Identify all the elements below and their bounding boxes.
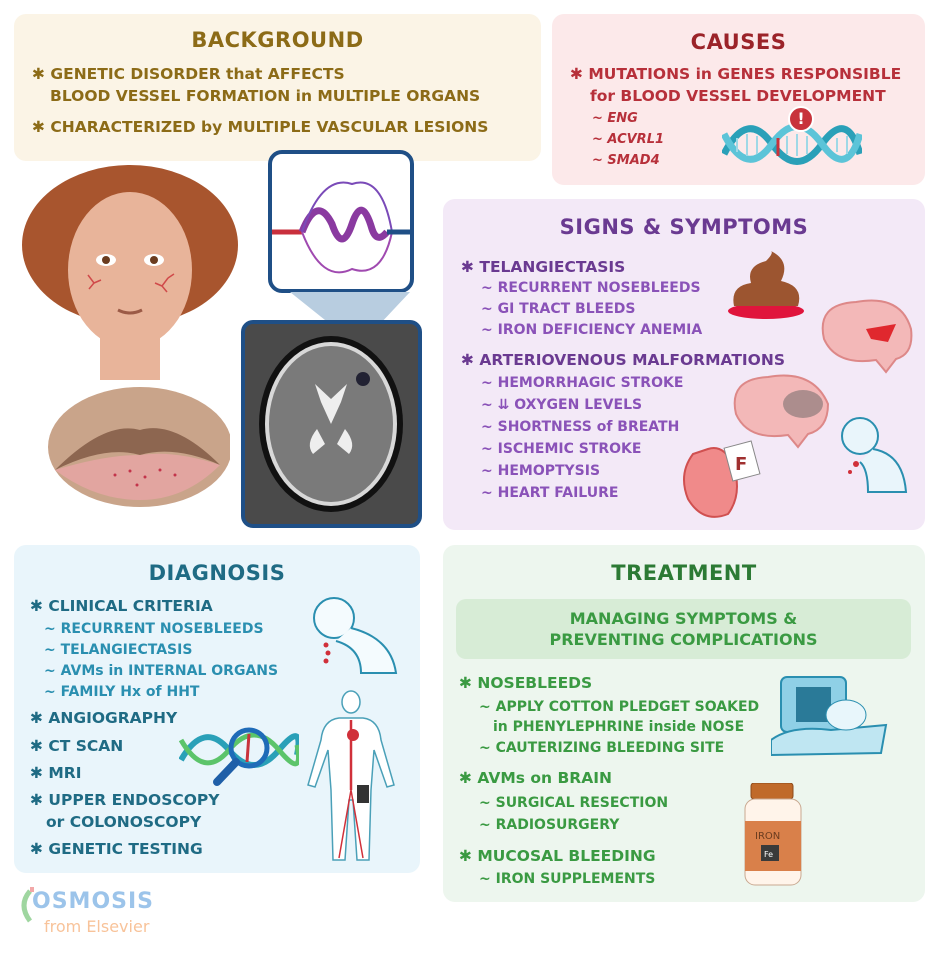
gene-smad4: ~ SMAD4 — [592, 153, 660, 168]
lips-telangiectasia-illustration — [48, 387, 230, 507]
background-item-2: ✱ CHARACTERIZED by MULTIPLE VASCULAR LES… — [32, 118, 489, 136]
treatment-item: in PHENYLEPHRINE inside NOSE — [493, 719, 745, 735]
mucosal-bleeding-heading: ✱ MUCOSAL BLEEDING — [459, 847, 656, 865]
brain-axial-icon — [259, 336, 403, 512]
background-item-1-line2: BLOOD VESSEL FORMATION in MULTIPLE ORGAN… — [50, 87, 481, 105]
clinical-criteria-heading: ✱ CLINICAL CRITERIA — [30, 597, 213, 615]
causes-line1: ✱ MUTATIONS in GENES RESPONSIBLE — [570, 65, 902, 83]
bottle-symbol: Fe — [764, 850, 773, 859]
treatment-item: ~ RADIOSURGERY — [479, 817, 620, 833]
logo-arc-icon — [21, 887, 34, 923]
causes-title: CAUSES — [690, 30, 787, 54]
gene-eng: ~ ENG — [592, 111, 638, 126]
test-mri: ✱ MRI — [30, 764, 82, 782]
zoom-projection-shape — [290, 292, 410, 324]
sign-item: ~ ISCHEMIC STROKE — [481, 441, 642, 457]
treatment-goal-box: MANAGING SYMPTOMS & PREVENTING COMPLICAT… — [456, 599, 911, 659]
bottle-label: IRON — [755, 831, 780, 842]
test-ct-scan: ✱ CT SCAN — [30, 737, 124, 755]
background-title: BACKGROUND — [191, 28, 364, 52]
diagnosis-panel: DIAGNOSIS ✱ CLINICAL CRITERIA ~ RECURREN… — [14, 545, 420, 873]
sign-item: ~ HEMORRHAGIC STROKE — [481, 375, 684, 391]
treatment-title: TREATMENT — [611, 561, 757, 585]
iron-supplement-bottle-icon: IRON Fe — [744, 783, 802, 886]
treatment-panel: TREATMENT MANAGING SYMPTOMS & PREVENTING… — [443, 545, 925, 902]
sign-item: ~ HEMOPTYSIS — [481, 463, 601, 479]
goal-line2: PREVENTING COMPLICATIONS — [549, 630, 818, 649]
person-hemoptysis-icon — [841, 417, 908, 493]
criteria-item: ~ RECURRENT NOSEBLEEDS — [44, 621, 264, 637]
sign-item: ~ GI TRACT BLEEDS — [481, 301, 636, 317]
avms-brain-heading: ✱ AVMs on BRAIN — [459, 769, 612, 787]
failing-grade-letter: F — [735, 454, 747, 475]
treatment-item: ~ CAUTERIZING BLEEDING SITE — [479, 740, 725, 756]
logo-tagline: from Elsevier — [44, 917, 150, 936]
sign-item: ~ SHORTNESS of BREATH — [481, 419, 680, 435]
test-colonoscopy: or COLONOSCOPY — [46, 813, 202, 831]
nosebleeds-heading: ✱ NOSEBLEEDS — [459, 674, 593, 692]
criteria-item: ~ AVMs in INTERNAL ORGANS — [44, 663, 279, 679]
dna-magnifier-icon — [179, 727, 299, 786]
signs-title: SIGNS & SYMPTOMS — [559, 215, 809, 239]
gene-acvrl1: ~ ACVRL1 — [592, 132, 665, 147]
logo-brand: OSMOSIS — [32, 889, 155, 914]
radiosurgery-machine-icon — [771, 676, 888, 757]
body-vasculature-icon — [307, 690, 395, 861]
face-telangiectasia-illustration — [22, 165, 238, 380]
sign-item: ~ ⇊ OXYGEN LEVELS — [481, 397, 643, 413]
diagnosis-title: DIAGNOSIS — [148, 561, 286, 585]
sign-item: ~ IRON DEFICIENCY ANEMIA — [481, 322, 703, 338]
causes-panel: CAUSES ✱ MUTATIONS in GENES RESPONSIBLE … — [552, 14, 925, 185]
person-nosebleed-icon — [313, 597, 398, 674]
background-panel: BACKGROUND ✱ GENETIC DISORDER that AFFEC… — [14, 14, 541, 161]
background-item-1-line1: ✱ GENETIC DISORDER that AFFECTS — [32, 65, 345, 83]
criteria-item: ~ TELANGIECTASIS — [44, 642, 193, 658]
avm-heading: ✱ ARTERIOVENOUS MALFORMATIONS — [461, 351, 785, 369]
brain-ischemia-icon — [733, 374, 830, 449]
treatment-item: ~ SURGICAL RESECTION — [479, 795, 669, 811]
alert-badge-icon: ! — [788, 106, 814, 132]
sign-item: ~ RECURRENT NOSEBLEEDS — [481, 280, 701, 296]
treatment-item: ~ IRON SUPPLEMENTS — [479, 871, 656, 887]
avm-vessel-inset — [268, 150, 414, 293]
signs-symptoms-panel: SIGNS & SYMPTOMS ✱ TELANGIECTASIS ~ RECU… — [443, 199, 925, 530]
test-upper-endoscopy: ✱ UPPER ENDOSCOPY — [30, 791, 220, 809]
goal-line1: MANAGING SYMPTOMS & — [569, 609, 798, 628]
avm-tangle-icon — [272, 181, 410, 274]
criteria-item: ~ FAMILY Hx of HHT — [44, 684, 200, 700]
brain-ct-scan-image — [241, 320, 422, 528]
failing-heart-icon: F — [683, 440, 761, 518]
sign-item: ~ HEART FAILURE — [481, 485, 619, 501]
bloody-stool-icon — [728, 251, 804, 319]
treatment-item: ~ APPLY COTTON PLEDGET SOAKED — [479, 699, 760, 715]
test-angiography: ✱ ANGIOGRAPHY — [30, 709, 178, 727]
brain-hemorrhage-icon — [821, 299, 913, 374]
telangiectasis-heading: ✱ TELANGIECTASIS — [461, 258, 626, 276]
test-genetic: ✱ GENETIC TESTING — [30, 840, 203, 858]
causes-line2: for BLOOD VESSEL DEVELOPMENT — [590, 87, 886, 105]
